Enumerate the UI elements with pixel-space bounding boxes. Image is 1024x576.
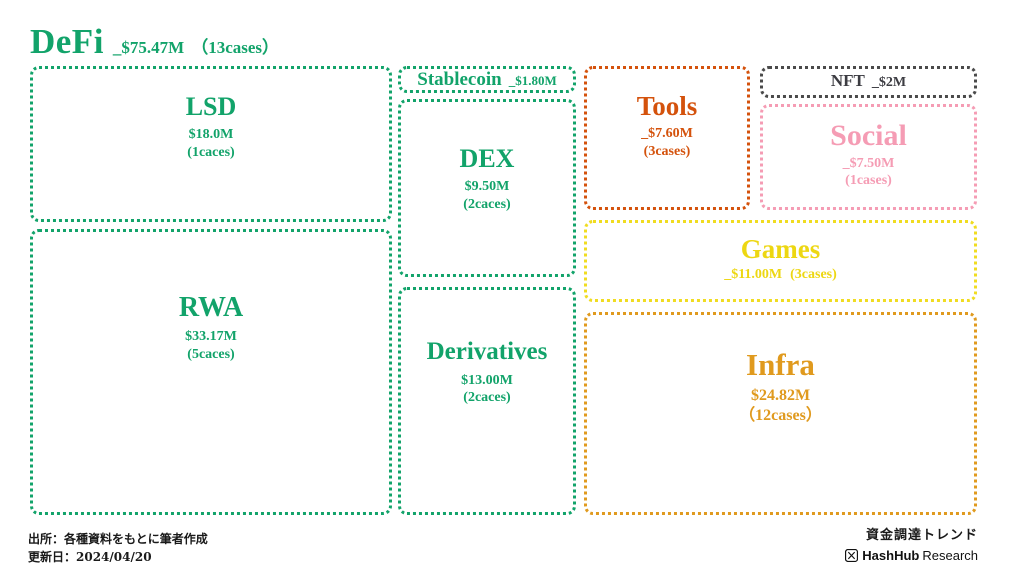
brand-sub: Research (922, 547, 978, 563)
category-amount-lsd: $18.0M (188, 127, 234, 143)
category-amount-derivatives: $13.00M (461, 372, 513, 388)
category-card-stablecoin[interactable]: Stablecoin _$1.80M (398, 66, 576, 93)
footer-source: 出所：各種資料をもとに筆者作成 (28, 532, 208, 546)
category-line-stablecoin: Stablecoin _$1.80M (417, 68, 557, 90)
category-name-rwa: RWA (178, 291, 244, 323)
page-title: DeFi _$75.47M （13cases） (30, 24, 279, 59)
category-card-nft[interactable]: NFT _$2M (760, 66, 977, 98)
category-cases-tools: (3cases) (643, 143, 691, 159)
category-amount-nft: _$2M (871, 75, 907, 91)
category-name-derivatives: Derivatives (426, 338, 548, 366)
page-title-amount: _$75.47M (112, 38, 185, 57)
category-card-social[interactable]: Social _$7.50M (1cases) (760, 104, 977, 210)
category-cases-rwa: (5caces) (187, 346, 235, 362)
category-amount-social: _$7.50M (842, 155, 895, 171)
category-cases-infra: （12cases） (739, 407, 822, 425)
category-card-dex[interactable]: DEX $9.50M (2caces) (398, 99, 576, 277)
category-cases-dex: (2caces) (463, 196, 511, 212)
category-cases-derivatives: (2caces) (463, 390, 511, 406)
category-card-infra[interactable]: Infra $24.82M （12cases） (584, 312, 977, 515)
hashhub-logo-icon (845, 548, 859, 562)
category-card-tools[interactable]: Tools _$7.60M (3cases) (584, 66, 750, 210)
category-name-tools: Tools (636, 90, 698, 121)
category-card-games[interactable]: Games _$11.00M (3cases) (584, 220, 977, 302)
footer-source-block: 出所：各種資料をもとに筆者作成 更新日：2024/04/20 (28, 530, 208, 566)
footer-updated: 更新日：2024/04/20 (28, 550, 152, 564)
category-name-stablecoin: Stablecoin (417, 68, 502, 90)
category-card-lsd[interactable]: LSD $18.0M (1caces) (30, 66, 392, 222)
category-amount-dex: $9.50M (464, 179, 510, 195)
category-name-infra: Infra (746, 346, 815, 382)
category-name-games: Games (740, 233, 821, 264)
footer-brand-block: 資金調達トレンド HashHub Research (845, 528, 978, 563)
category-amount-rwa: $33.17M (185, 329, 237, 345)
category-card-rwa[interactable]: RWA $33.17M (5caces) (30, 229, 392, 515)
category-amount-games: _$11.00M (724, 266, 783, 282)
brand-name: HashHub (862, 547, 920, 563)
category-amount-tools: _$7.60M (641, 126, 693, 142)
page-title-text: DeFi (30, 22, 104, 61)
page-title-cases: （13cases） (191, 38, 280, 57)
category-card-derivatives[interactable]: Derivatives $13.00M (2caces) (398, 287, 576, 515)
category-amount-stablecoin: _$1.80M (508, 72, 557, 88)
footer-tagline: 資金調達トレンド (865, 528, 978, 543)
category-line-games: _$11.00M (3cases) (724, 263, 837, 284)
category-cases-social: (1cases) (845, 173, 892, 189)
category-name-social: Social (830, 119, 907, 153)
category-cases-lsd: (1caces) (187, 144, 235, 160)
category-name-dex: DEX (459, 143, 515, 173)
category-line-nft: NFT _$2M (831, 72, 906, 92)
category-name-lsd: LSD (185, 91, 237, 121)
category-cases-games: (3cases) (790, 266, 837, 282)
brand-logo: HashHub Research (845, 548, 978, 563)
category-name-nft: NFT (830, 71, 865, 91)
category-amount-infra: $24.82M (750, 387, 811, 405)
